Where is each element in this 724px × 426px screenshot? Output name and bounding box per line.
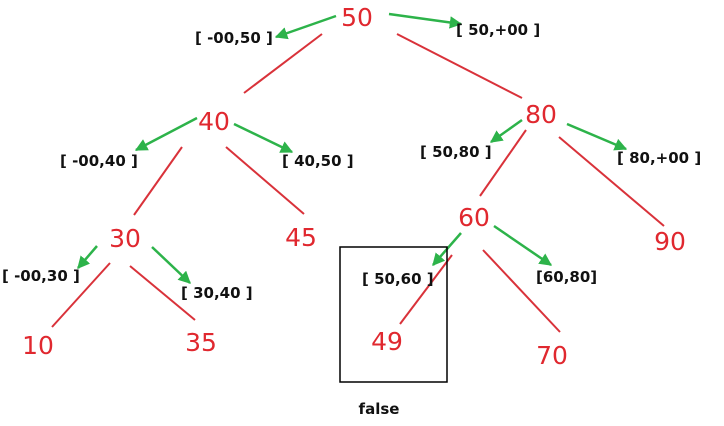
range-label: [ 50,+00 ] (456, 21, 540, 39)
tree-node-49: 49 (371, 327, 403, 356)
tree-node-10: 10 (22, 331, 54, 360)
tree-node-90: 90 (654, 227, 686, 256)
tree-nodes: 50 40 80 30 45 60 90 10 35 49 70 (22, 3, 686, 370)
tree-edge (396, 33, 523, 99)
range-label: [ 30,40 ] (181, 284, 253, 302)
tree-edge (51, 262, 111, 328)
tree-edge (133, 146, 183, 216)
range-label: [ 40,50 ] (282, 152, 354, 170)
tree-node-70: 70 (536, 341, 568, 370)
range-labels: [ -00,50 ] [ 50,+00 ] [ -00,40 ] [ 40,50… (2, 21, 701, 302)
tree-edges (51, 33, 665, 333)
range-arrow (274, 14, 337, 40)
range-arrow (489, 118, 523, 144)
tree-node-80: 80 (525, 100, 557, 129)
range-arrow (493, 224, 553, 267)
range-label: [ -00,30 ] (2, 267, 80, 285)
range-label: [60,80] (536, 268, 597, 286)
range-label: [ 50,60 ] (362, 270, 434, 288)
tree-edge (479, 129, 527, 197)
range-arrow (233, 122, 294, 154)
tree-edge (482, 249, 561, 333)
tree-edge (129, 265, 196, 321)
violation-highlight-box (339, 246, 448, 383)
range-arrow (151, 246, 191, 284)
tree-node-60: 60 (458, 203, 490, 232)
tree-edge (225, 146, 305, 215)
result-caption: false (359, 400, 400, 418)
range-label: [ -00,40 ] (60, 152, 138, 170)
tree-edge (243, 33, 323, 94)
tree-node-50: 50 (341, 3, 373, 32)
tree-edge (558, 136, 665, 227)
tree-node-45: 45 (285, 223, 317, 252)
range-label: [ -00,50 ] (195, 29, 273, 47)
tree-node-30: 30 (109, 224, 141, 253)
range-arrow (77, 245, 98, 269)
tree-node-35: 35 (185, 328, 217, 357)
range-arrow (134, 116, 198, 152)
range-arrow (566, 122, 628, 151)
tree-edge (399, 254, 453, 325)
range-arrow (388, 12, 463, 29)
tree-node-40: 40 (198, 107, 230, 136)
range-label: [ 80,+00 ] (617, 149, 701, 167)
range-arrows (77, 12, 628, 284)
range-label: [ 50,80 ] (420, 143, 492, 161)
